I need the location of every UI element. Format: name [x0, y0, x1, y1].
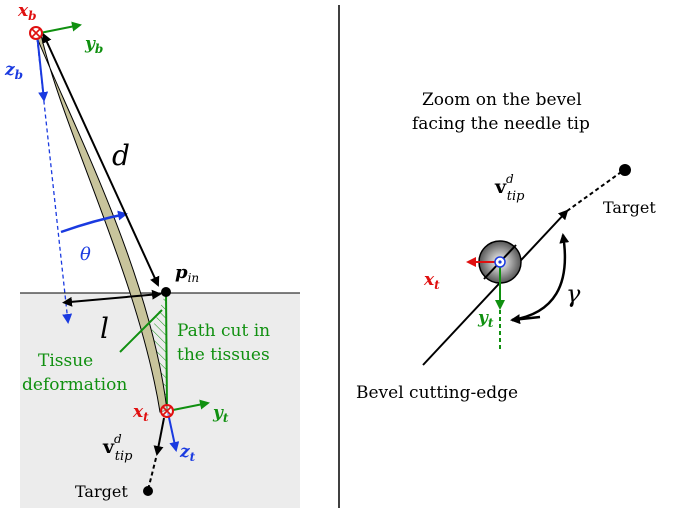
yb-label: yb — [84, 34, 103, 56]
xb-label: xb — [17, 1, 37, 23]
l-distance-arrow — [62, 289, 162, 307]
yt-axis-arrow — [172, 399, 210, 411]
v-tip-dashed-right — [566, 169, 625, 212]
yb-axis-arrow — [39, 21, 82, 34]
yt-label: yt — [212, 403, 229, 425]
zt-axis-arrow — [167, 412, 180, 452]
d-label: d — [112, 139, 130, 172]
target-point-right — [619, 164, 631, 176]
tissue-deformation-label-line2: deformation — [22, 375, 127, 395]
path-cut-label-line1: Path cut in — [177, 321, 270, 341]
zt-label: zt — [179, 442, 196, 464]
bevel-cutting-edge-line — [422, 209, 569, 366]
tissue-deformation-label-line1: Tissue — [38, 351, 93, 371]
gamma-label: γ — [566, 280, 581, 308]
gamma-arc — [511, 233, 570, 322]
xt-label-right-panel: xt — [423, 270, 440, 292]
p-in-label: pin — [175, 262, 199, 285]
l-label: l — [100, 312, 109, 345]
path-cut-label-line2: the tissues — [177, 345, 270, 365]
v-tip-arrow-left — [153, 417, 165, 456]
target-label-right: Target — [603, 198, 656, 217]
target-label-left: Target — [75, 482, 128, 501]
yt-label-right-panel: yt — [477, 308, 494, 330]
zoom-title-line1: Zoom on the bevel — [422, 90, 582, 110]
target-point-left — [143, 486, 153, 496]
zb-label: zb — [4, 60, 23, 82]
p-in-point — [161, 287, 171, 297]
theta-label: θ — [80, 244, 91, 265]
bevel-cutting-edge-label: Bevel cutting-edge — [356, 383, 518, 403]
path-cut-line — [165, 291, 168, 411]
d-distance-arrow — [42, 32, 160, 287]
zoom-title-line2: facing the needle tip — [412, 114, 590, 134]
tissue-deformation-pointer — [119, 309, 163, 353]
v-tip-dashed-left — [147, 457, 157, 491]
xt-label: xt — [132, 402, 149, 424]
